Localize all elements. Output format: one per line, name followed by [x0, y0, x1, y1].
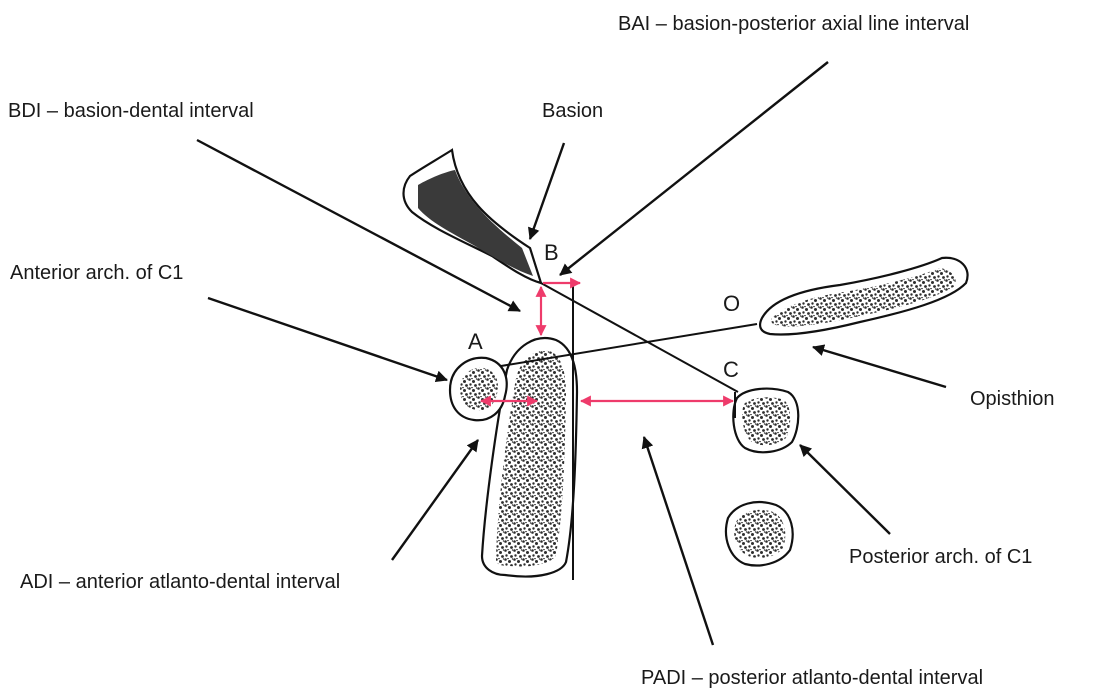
bai-label: BAI – basion-posterior axial line interv…: [618, 13, 969, 35]
adi-label: ADI – anterior atlanto-dental interval: [20, 571, 340, 593]
anterior-arch-label: Anterior arch. of C1: [10, 262, 183, 284]
basion-leader-arrow: [530, 143, 564, 239]
padi-label: PADI – posterior atlanto-dental interval: [641, 667, 983, 689]
posterior-arch-leader-arrow: [800, 445, 890, 534]
point-a-label: A: [468, 329, 483, 354]
opisthion-leader-arrow: [813, 347, 946, 387]
padi-leader-arrow: [644, 437, 713, 645]
bai-leader-arrow: [560, 62, 828, 275]
opisthion-label: Opisthion: [970, 388, 1055, 410]
point-c-label: C: [723, 357, 739, 382]
posterior-arch-bone: [733, 389, 798, 453]
spinous-process-bone: [726, 502, 793, 565]
point-o-label: O: [723, 291, 740, 316]
anterior-arch-bone: [450, 358, 507, 420]
anterior-arch-leader-arrow: [208, 298, 447, 380]
point-b-label: B: [544, 240, 559, 265]
basion-label: Basion: [542, 100, 603, 122]
clivus-bone: [404, 150, 542, 283]
opisthion-bone: [760, 258, 967, 335]
adi-leader-arrow: [392, 440, 478, 560]
bdi-label: BDI – basion-dental interval: [8, 100, 254, 122]
posterior-arch-label: Posterior arch. of C1: [849, 546, 1032, 568]
